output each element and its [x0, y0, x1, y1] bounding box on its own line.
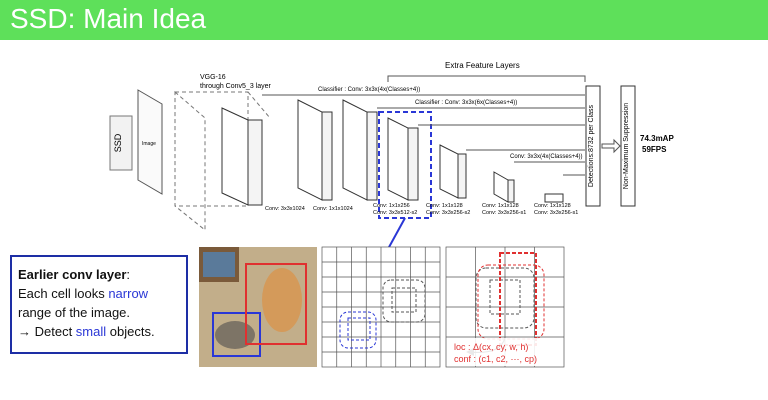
small-default-box-grey: [382, 279, 426, 323]
conv9-2-layer: [439, 144, 459, 199]
conv10-2-layer: [493, 171, 509, 203]
fc6-layer: [297, 99, 323, 201]
conv-label-4a: Conv: 1x1x128: [426, 203, 463, 209]
ssd-architecture-diagram: SSD Image VGG-16 through Conv5_3 layer E…: [109, 61, 674, 368]
conv11-2-layer: [544, 193, 564, 203]
callout-heading: Earlier conv layer: [18, 267, 127, 282]
extra-layers-brace: [387, 75, 586, 82]
vgg-label-2: through Conv5_3 layer: [200, 83, 271, 90]
callout-text-4a: → Detect: [18, 324, 76, 339]
vgg-block-side: [174, 90, 206, 232]
callout-line-2: Each cell looks narrow: [18, 286, 148, 301]
callout-small: small: [75, 324, 107, 339]
conv8-2-layer: [387, 117, 409, 201]
classifier-3-label: Conv: 3x3x(4x(Classes+4)): [510, 154, 583, 160]
callout-narrow: narrow: [108, 286, 149, 301]
slide-title: SSD: Main Idea: [10, 3, 207, 34]
title-banner: SSD: Main Idea: [0, 0, 768, 40]
classifier-1-label: Classifier : Conv: 3x3x(4x(Classes+4)): [318, 87, 420, 93]
conv-label-3b: Conv: 3x3x512-s2: [373, 210, 417, 216]
detections-label: Detections:8732 per Class: [588, 104, 595, 187]
callout-text-2a: Each cell looks: [18, 286, 109, 301]
callout-line-1: Earlier conv layer:: [18, 267, 130, 282]
input-image-slab: [137, 89, 163, 195]
callout-text-4c: objects.: [106, 324, 155, 339]
callout-line-3: range of the image.: [18, 305, 131, 320]
nms-label: Non-Maximum Suppression: [623, 103, 630, 189]
fps-value: 59FPS: [642, 145, 667, 154]
conf-label: conf : (c1, c2, ⋯, cp): [454, 354, 537, 364]
detections-box: [585, 85, 601, 207]
conv-label-1: Conv: 3x3x1024: [265, 206, 305, 212]
loc-label: loc : Δ(cx, cy, w, h): [454, 342, 528, 352]
nms-box: [620, 85, 636, 207]
large-default-box-grey: [475, 267, 535, 329]
conv4-3-layer: [221, 107, 249, 206]
vgg-label-1: VGG-16: [200, 74, 226, 81]
small-default-box-blue: [339, 311, 377, 349]
conv-label-6b: Conv: 3x3x256-s1: [534, 210, 578, 216]
ssd-box: [109, 115, 133, 171]
fc7-layer: [342, 99, 368, 201]
conv-label-2: Conv: 1x1x1024: [313, 206, 353, 212]
callout-box: Earlier conv layer: Each cell looks narr…: [10, 255, 188, 354]
dog-bbox: [245, 263, 307, 345]
vgg-block-back: [174, 91, 249, 207]
cat-bbox: [212, 312, 261, 357]
conv-label-4b: Conv: 3x3x256-s2: [426, 210, 470, 216]
conv-label-5b: Conv: 3x3x256-s1: [482, 210, 526, 216]
callout-line-4: → Detect small objects.: [18, 324, 155, 339]
conv-label-5a: Conv: 1x1x128: [482, 203, 519, 209]
conv-label-3a: Conv: 1x1x256: [373, 203, 410, 209]
callout-colon: :: [126, 267, 131, 282]
ssd-label: SSD: [113, 133, 123, 152]
map-value: 74.3mAP: [640, 134, 674, 143]
classifier-2-label: Classifier : Conv: 3x3x(6x(Classes+4)): [415, 100, 517, 106]
arrow-to-nms: [601, 138, 621, 154]
image-label: Image: [142, 141, 156, 147]
conv-label-6a: Conv: 1x1x128: [534, 203, 571, 209]
grid-8x8: [321, 246, 441, 368]
extra-layers-label: Extra Feature Layers: [445, 61, 520, 70]
